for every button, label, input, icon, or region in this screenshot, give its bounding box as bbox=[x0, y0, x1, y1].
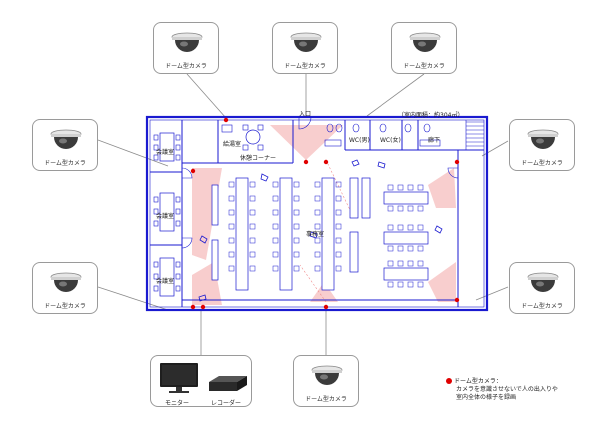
wc-male-label: WC(男) bbox=[349, 137, 370, 144]
recorder-icon bbox=[209, 376, 247, 391]
dome-camera-icon bbox=[50, 129, 82, 149]
camera-box-left-upper: ドーム型カメラ bbox=[32, 119, 98, 171]
monitor-recorder-box: モニター レコーダー bbox=[150, 355, 252, 407]
office-desks bbox=[211, 177, 429, 291]
camera-box-top-center: ドーム型カメラ bbox=[272, 22, 338, 74]
dome-camera-icon bbox=[290, 32, 322, 52]
meeting-room-1-label: 会議室 bbox=[156, 149, 175, 156]
camera-point-icon bbox=[446, 378, 452, 384]
camera-label: ドーム型カメラ bbox=[403, 63, 445, 70]
camera-box-left-lower: ドーム型カメラ bbox=[32, 262, 98, 314]
office-label: 事務室 bbox=[306, 231, 325, 238]
interior-walls bbox=[150, 120, 484, 307]
wc-female-label: WC(女) bbox=[380, 137, 401, 144]
camera-box-top-left: ドーム型カメラ bbox=[153, 22, 219, 74]
monitor-icon bbox=[160, 363, 198, 393]
camera-label: ドーム型カメラ bbox=[165, 63, 207, 70]
camera-box-right-lower: ドーム型カメラ bbox=[509, 262, 575, 314]
meeting-room-2-label: 会議室 bbox=[156, 213, 175, 220]
area-label: （室内面積：約304㎡） bbox=[398, 112, 464, 119]
storage-label: 給湯室 bbox=[223, 141, 242, 148]
camera-points bbox=[190, 117, 460, 310]
dome-camera-icon bbox=[50, 272, 82, 292]
legend-title: ドーム型カメラ： bbox=[454, 378, 502, 385]
entrance-label: 入口 bbox=[299, 111, 312, 118]
meeting-room-3-label: 会議室 bbox=[156, 278, 175, 285]
monitor-label: モニター bbox=[165, 400, 190, 407]
camera-box-bottom-center: ドーム型カメラ bbox=[293, 355, 359, 407]
camera-label: ドーム型カメラ bbox=[521, 160, 563, 167]
wc-fixtures bbox=[324, 123, 441, 147]
stairs bbox=[465, 120, 484, 150]
camera-coverage-areas bbox=[192, 125, 456, 305]
dome-camera-icon bbox=[171, 32, 203, 52]
legend-line-1: カメラを意識させないで人の出入りや bbox=[456, 386, 558, 393]
dome-camera-icon bbox=[311, 365, 343, 385]
camera-label: ドーム型カメラ bbox=[44, 160, 86, 167]
corridor-label: 廊下 bbox=[428, 137, 441, 144]
dome-camera-icon bbox=[527, 272, 559, 292]
camera-label: ドーム型カメラ bbox=[521, 303, 563, 310]
dome-camera-icon bbox=[527, 129, 559, 149]
recorder-label: レコーダー bbox=[211, 400, 242, 407]
outer-wall bbox=[145, 115, 489, 312]
meeting-tables bbox=[159, 129, 261, 297]
dome-camera-icon bbox=[409, 32, 441, 52]
camera-label: ドーム型カメラ bbox=[305, 396, 347, 403]
camera-box-top-right: ドーム型カメラ bbox=[391, 22, 457, 74]
camera-label: ドーム型カメラ bbox=[44, 303, 86, 310]
legend-line-2: 室内全体の様子を録画 bbox=[456, 394, 517, 401]
camera-box-right-upper: ドーム型カメラ bbox=[509, 119, 575, 171]
camera-label: ドーム型カメラ bbox=[284, 63, 326, 70]
lounge-label: 休憩コーナー bbox=[240, 155, 277, 162]
legend: ドーム型カメラ： カメラを意識させないで人の出入りや 室内全体の様子を録画 bbox=[446, 378, 558, 402]
